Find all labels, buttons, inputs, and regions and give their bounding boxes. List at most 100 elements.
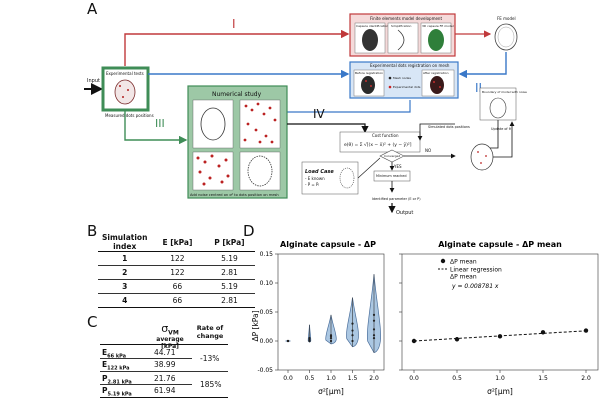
svg-text:e(θ) = Σ √[(x − x̄)² + (y − ȳ): e(θ) = Σ √[(x − x̄)² + (y − ȳ)²] [344,142,412,148]
mean-point [411,338,417,344]
x-tick-label: 0.0 [409,375,419,382]
converged-label: Converged [384,154,400,158]
chart-title-violin: Alginate capsule - ΔP [280,240,376,249]
noise-dots-plot-2 [196,154,230,186]
table-cell: 66 [172,296,183,305]
violin-point [308,339,311,343]
violin-point [308,337,311,340]
rate-value: 185% [200,380,222,389]
mean-plot: 0.0 0.5 1.0 1.5 2.0 [399,253,599,382]
violin-point [372,319,376,322]
violin-point [372,328,376,331]
measured-dots-label: Measured dots positions [105,113,154,118]
chart-title-mean: Alginate capsule - ΔP mean [438,240,562,249]
fe-item-3: 3D capsule FE model [422,24,454,28]
legend-mean-label: ΔP mean [450,259,477,266]
y-tick-label: -0.05 [257,367,273,374]
row-label: P [102,374,108,383]
legend-regression-line2: ΔP mean [450,274,477,281]
cost-function-title: Cost function [372,133,399,138]
mean-point [497,334,503,339]
fe-item-2: Simplification [391,24,411,28]
row-value: 61.94 [154,386,176,395]
x-tick-label: 1.0 [495,375,505,382]
path-i-arrow [124,29,350,66]
y-tick-label: 0.10 [260,280,274,287]
path-iii-arrow [124,110,188,145]
reg-item-dots: Experimental dots [393,85,421,89]
panel-label-a: A [87,0,98,18]
y-tick-label: 0.00 [260,338,274,345]
simulated-dots-label: Simulated dots positions [428,125,470,129]
mean-point [454,337,460,342]
table-cell: 4 [122,296,128,305]
row-label: P [102,386,108,395]
table-cell: 66 [172,282,183,291]
table-cell: 2.81 [221,296,238,305]
panel-label-c: C [87,313,98,331]
chart-area: Alginate capsule - ΔP Alginate capsule -… [251,240,599,396]
panel-label-d: D [243,222,255,240]
row-value: 38.99 [154,360,176,369]
rate-value: -13% [200,354,220,363]
numerical-study-title: Numerical study [212,91,262,98]
violin-axes-frame [277,253,385,371]
sigma-unit: average [kPa] [156,335,184,350]
fe-item-1: Capsule identification [356,24,389,28]
x-axis-label-mean: σ²[μm] [487,387,513,396]
violin-point [372,334,376,337]
workflow-diagram: Input Experimental tests Measured dots p… [84,13,527,216]
identified-label: Identified parameter (E or P) [372,197,421,201]
fe-model-image [494,23,518,51]
x-tick-label: 1.5 [348,375,358,382]
x-tick-label: 0.5 [452,375,462,382]
load-case-line-2: - P = Pᵢ [305,182,319,187]
fe-model-label: FE model [497,16,516,21]
x-tick-label: 2.0 [581,375,591,382]
table-cell: 2 [122,268,128,277]
table-cell: 5.19 [221,282,238,291]
reg-item-before: Before registration [355,71,383,75]
table-cell: 2.81 [221,268,238,277]
roman-iii: III [155,117,165,130]
x-tick-label: 1.5 [538,375,548,382]
x-axis-label-violin: σ²[μm] [318,387,344,396]
x-tick-label: 1.0 [326,375,336,382]
numerical-caption: Add noise centred on σ² to dots position… [190,193,279,197]
regression-equation: y = 0.008781 x [451,283,499,290]
row-sub: 66 kPa [107,353,127,360]
row-label: E [102,348,108,357]
sigma-header: σ [161,322,169,335]
minimum-reached-label: Minimum reached [376,174,407,178]
violin-point [329,334,333,337]
x-tick-label: 0.0 [283,375,293,382]
mean-point [540,330,546,335]
table-b-header: E [kPa] [162,237,193,247]
table-c: σVM average [kPa] Rate of change E66 kPa… [100,318,228,398]
table-cell: 3 [122,282,128,291]
exp-registration-title: Experimental dots registration on mesh [370,63,450,68]
yes-label: YES [393,164,402,169]
rate-header: Rate of change [196,324,224,340]
load-case-title: Load Case [305,169,334,175]
y-tick-label: 0.05 [260,309,274,316]
roman-iv: IV [313,107,326,121]
update-theta-label: Update of θ [491,127,511,131]
table-b-header: Simulation index [102,233,148,251]
cost-function-box [339,131,421,153]
input-label: Input [87,78,100,84]
row-sub: 2.81 kPa [107,379,132,386]
fe-development-title: Finite elements model development [370,16,442,21]
violin-point [372,313,376,316]
output-label: Output [396,210,413,216]
row-sub: 5.19 kPa [107,391,132,398]
reg-item-nodes: Mesh nodes [393,76,411,80]
x-tick-label: 0.5 [305,375,315,382]
mean-point [583,328,589,333]
experimental-capsule-image [114,79,136,105]
panel-label-b: B [87,222,98,240]
experimental-tests-label: Experimental tests [106,71,144,76]
